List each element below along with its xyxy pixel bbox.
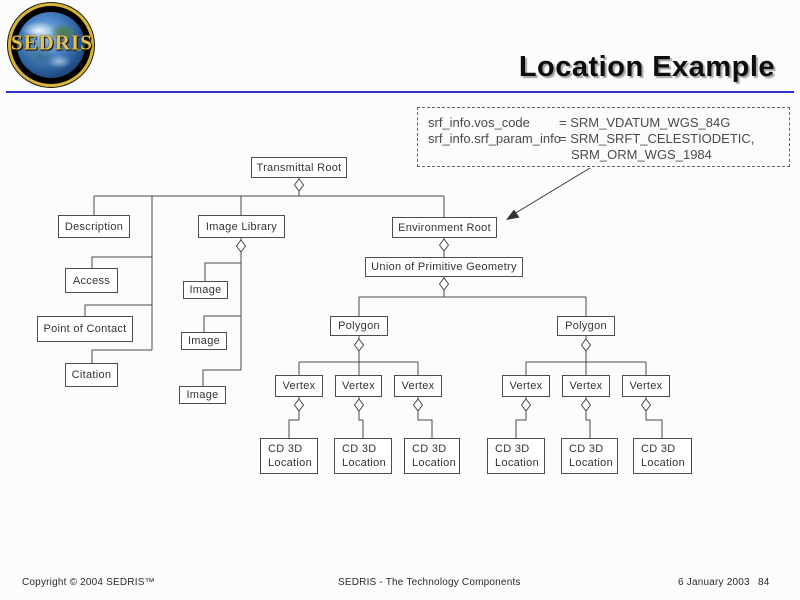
node-citation: Citation [65, 363, 118, 387]
node-vertex-5: Vertex [562, 375, 610, 397]
cd-line1: CD 3D [641, 443, 676, 455]
footer-date: 6 January 2003 [678, 577, 750, 588]
cd-line2: Location [412, 457, 456, 469]
title-divider-line [6, 91, 794, 93]
footer-page-number: 84 [758, 577, 770, 588]
srf-info-callout: srf_info.vos_code = SRM_VDATUM_WGS_84G sr… [417, 107, 790, 167]
node-cd-3d-location-1: CD 3D Location [260, 438, 318, 474]
node-environment-root: Environment Root [392, 217, 497, 238]
node-cd-3d-location-2: CD 3D Location [334, 438, 392, 474]
cd-line2: Location [569, 457, 613, 469]
node-vertex-4: Vertex [502, 375, 550, 397]
aggregation-diamonds [235, 178, 652, 412]
node-vertex-6: Vertex [622, 375, 670, 397]
node-vertex-2: Vertex [335, 375, 382, 397]
callout-value: = SRM_VDATUM_WGS_84G [559, 115, 731, 130]
node-vertex-3: Vertex [394, 375, 442, 397]
cd-line1: CD 3D [342, 443, 377, 455]
cd-line2: Location [495, 457, 539, 469]
cd-line2: Location [641, 457, 685, 469]
cd-line1: CD 3D [268, 443, 303, 455]
node-union-of-primitive-geometry: Union of Primitive Geometry [365, 257, 523, 277]
callout-label: srf_info.srf_param_info [428, 131, 561, 146]
earth-globe-image [17, 12, 85, 78]
node-polygon-left: Polygon [330, 316, 388, 336]
cd-line1: CD 3D [495, 443, 530, 455]
callout-value: SRM_ORM_WGS_1984 [571, 147, 712, 162]
node-cd-3d-location-4: CD 3D Location [487, 438, 545, 474]
node-cd-3d-location-5: CD 3D Location [561, 438, 618, 474]
node-polygon-right: Polygon [557, 316, 615, 336]
callout-label: srf_info.vos_code [428, 115, 530, 130]
callout-value: = SRM_SRFT_CELESTIODETIC, [559, 131, 755, 146]
callout-row: srf_info.vos_code = SRM_VDATUM_WGS_84G [428, 115, 789, 131]
cd-line2: Location [268, 457, 312, 469]
footer-copyright: Copyright © 2004 SEDRIS™ [22, 577, 155, 588]
node-transmittal-root: Transmittal Root [251, 157, 347, 178]
annotation-arrow [506, 167, 591, 220]
node-cd-3d-location-3: CD 3D Location [404, 438, 460, 474]
footer-subtitle: SEDRIS - The Technology Components [338, 577, 521, 588]
node-point-of-contact: Point of Contact [37, 316, 133, 342]
trademark-symbol: ™ [75, 48, 81, 55]
cd-line2: Location [342, 457, 386, 469]
tree-connectors [84, 178, 663, 438]
slide-title: Location Example [518, 51, 775, 83]
cd-line1: CD 3D [569, 443, 604, 455]
node-vertex-1: Vertex [275, 375, 323, 397]
logo-wordmark: SEDRIS [11, 30, 93, 55]
node-image-1: Image [183, 281, 228, 299]
node-access: Access [65, 268, 118, 293]
sedris-logo: SEDRIS ™ [8, 3, 94, 87]
node-image-library: Image Library [198, 215, 285, 238]
callout-row: srf_info.srf_param_info= SRM_SRFT_CELEST… [428, 131, 789, 147]
cd-line1: CD 3D [412, 443, 447, 455]
callout-row: SRM_ORM_WGS_1984 [428, 147, 789, 163]
node-description: Description [58, 215, 130, 238]
node-image-3: Image [179, 386, 226, 404]
node-image-2: Image [181, 332, 227, 350]
node-cd-3d-location-6: CD 3D Location [633, 438, 692, 474]
